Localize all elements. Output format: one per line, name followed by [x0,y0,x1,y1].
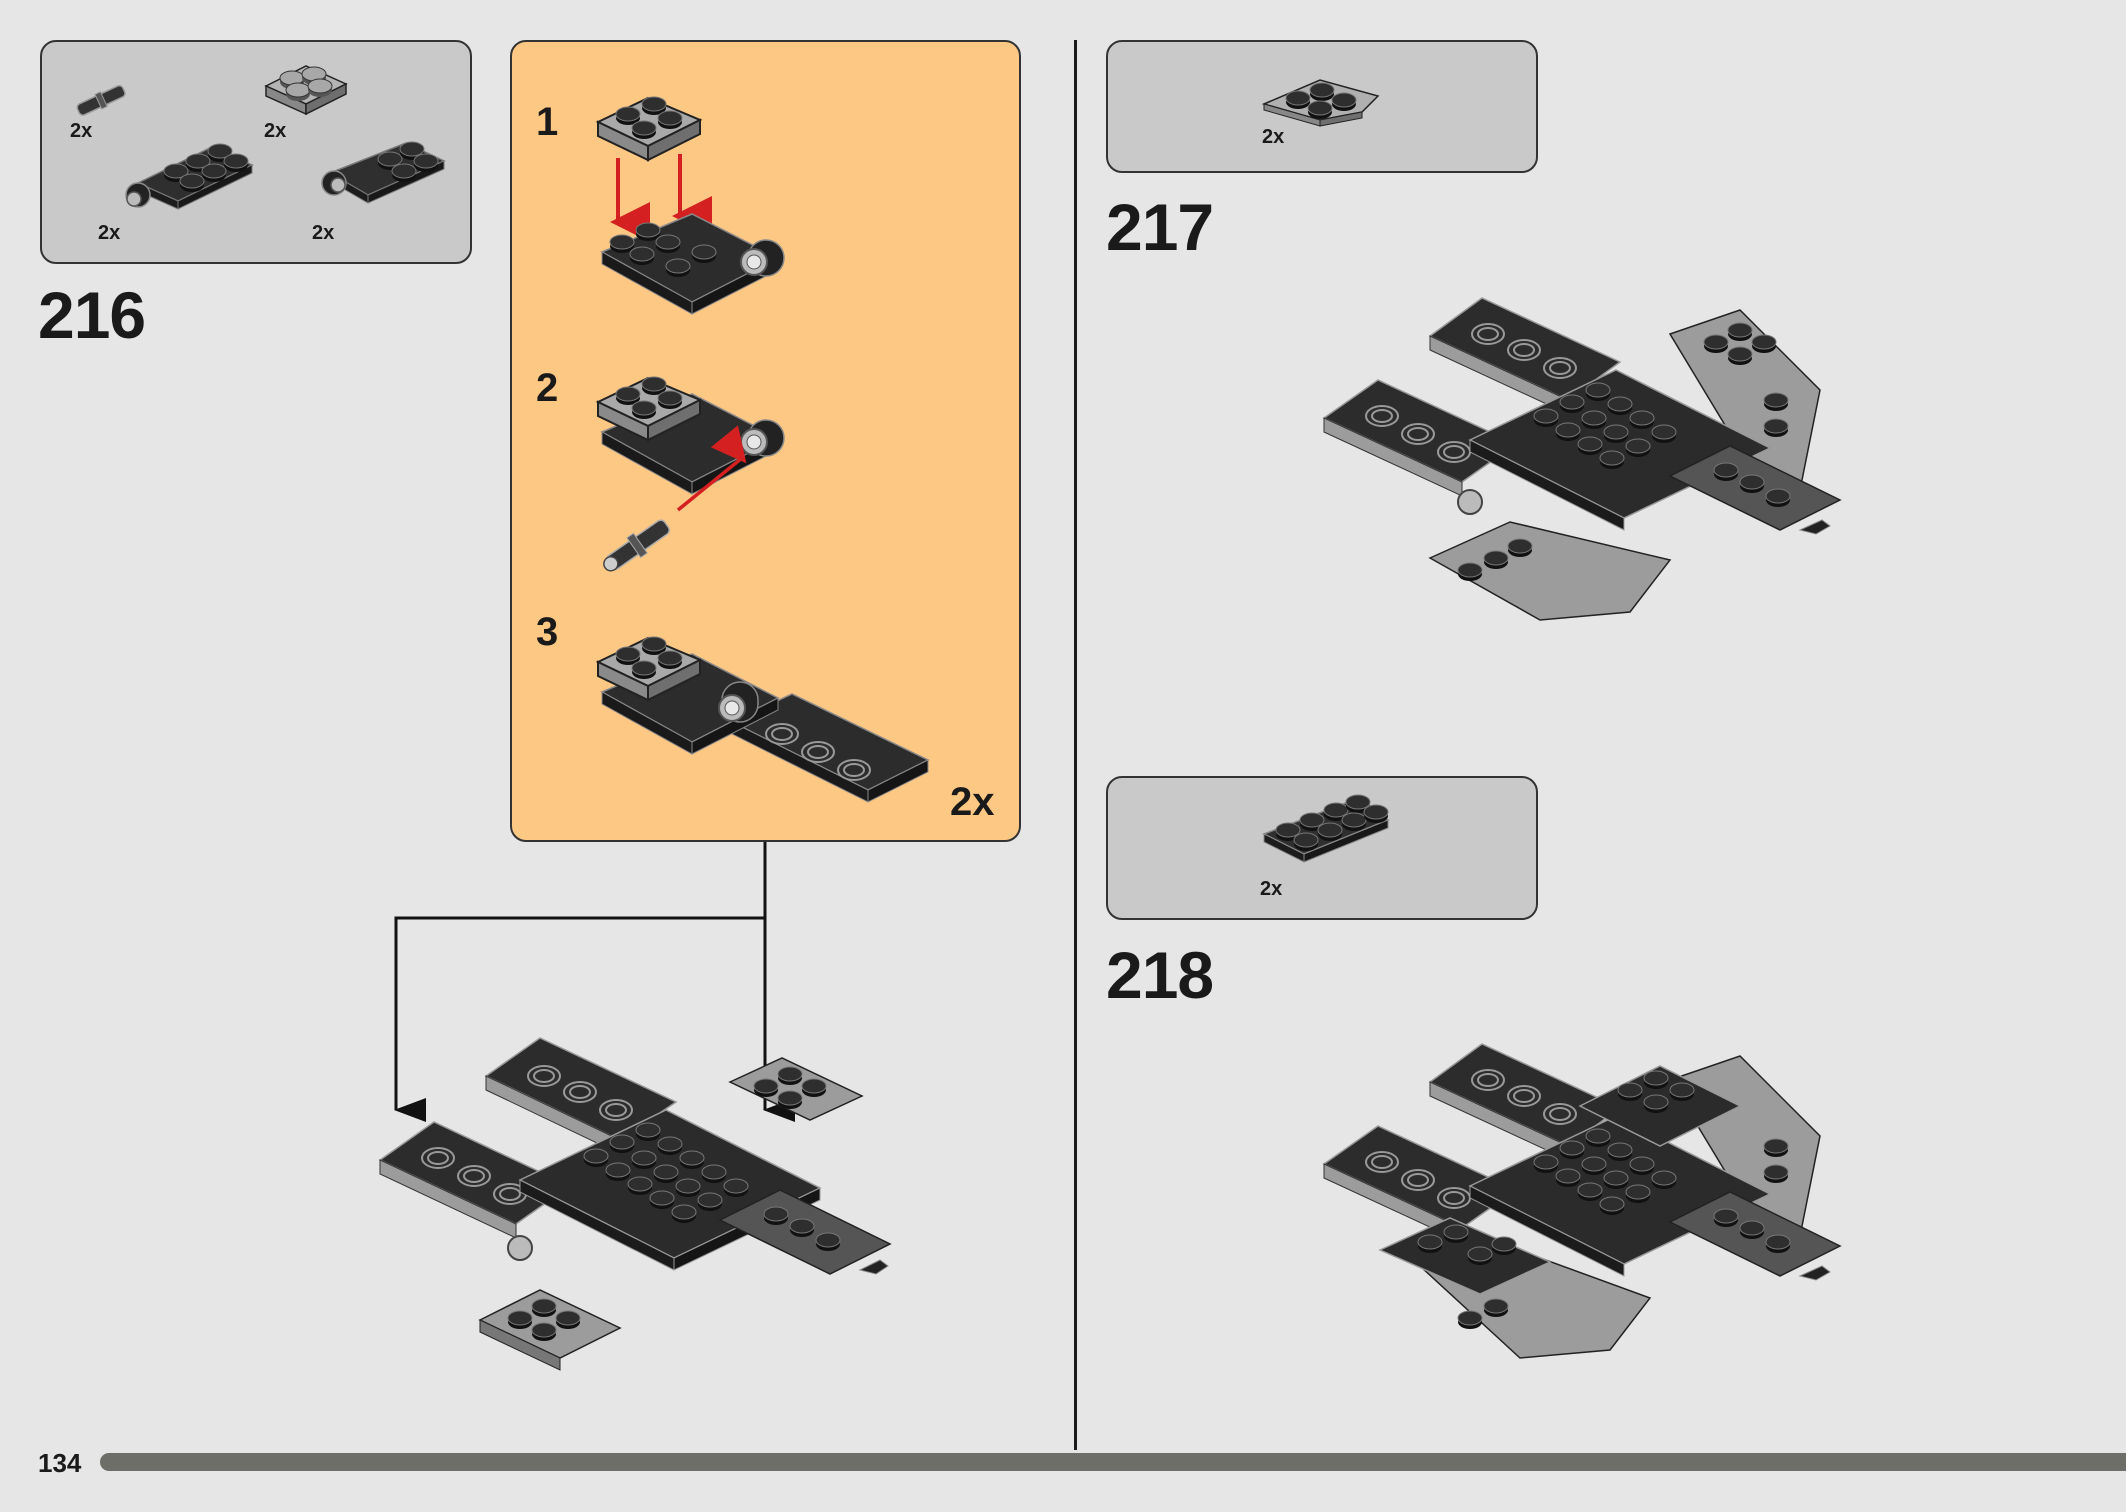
part-qty: 2x [264,120,287,142]
substep-3-illustration [595,636,930,803]
step-217-model [1322,297,1842,621]
substep-1-illustration [595,96,785,315]
part-qty: 2x [70,120,93,142]
substep-number-1: 1 [536,100,559,144]
step-218-model [1322,1043,1842,1359]
column-divider [1074,40,1077,1450]
page-progress-bar [100,1453,2126,1471]
part-qty: 2x [312,222,335,244]
subassembly-multiplier: 2x [950,780,995,824]
parts-box-216: 2x 2x 2x 2x [40,40,472,264]
substep-number-3: 3 [536,610,559,654]
step-number-218: 218 [1106,938,1214,1012]
wedge-plate-icon [1261,79,1380,127]
parts-box-218: 2x [1106,776,1538,920]
plate-2x2-icon [264,65,348,116]
plate-with-clip-icon [125,143,254,210]
plate-2x4-icon [1262,794,1390,863]
part-qty: 2x [1262,126,1285,148]
page-number: 134 [38,1448,82,1478]
pin-icon [76,84,126,116]
substep-number-2: 2 [536,366,559,410]
subassembly-panel: 1 2 3 2x [510,40,1021,842]
part-qty: 2x [98,222,121,244]
step-216-model [378,1037,892,1371]
plate-with-clip-icon [321,141,446,204]
parts-box-217: 2x [1106,40,1538,173]
part-qty: 2x [1260,878,1283,900]
substep-2-illustration [595,376,785,572]
step-number-217: 217 [1106,190,1214,264]
step-number-216: 216 [38,278,146,352]
